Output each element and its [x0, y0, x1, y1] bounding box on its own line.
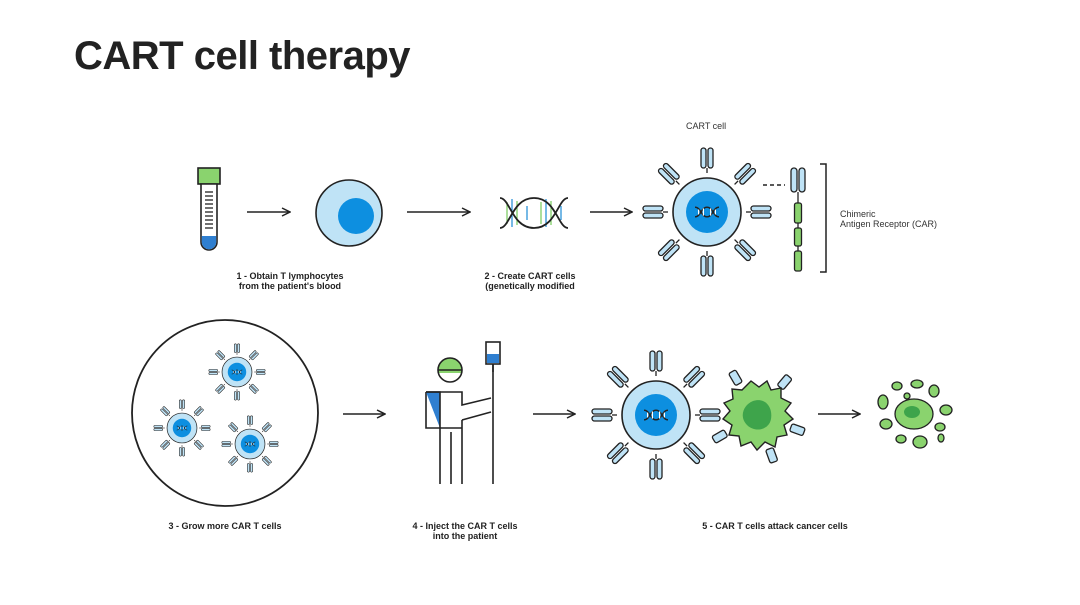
- patient-iv-icon: [425, 341, 501, 484]
- blood-tube-icon: [197, 167, 221, 251]
- car-receptor-icon: [790, 167, 806, 272]
- cancer-cell-icon: [711, 369, 806, 464]
- flow-arrows: [247, 212, 860, 414]
- culture-dish-icon: [131, 319, 319, 507]
- step-5-caption: 5 - CAR T cells attack cancer cells: [702, 521, 848, 531]
- t-lymphocyte-icon: [315, 179, 383, 247]
- step-2-caption: 2 - Create CART cells(genetically modifi…: [484, 271, 576, 291]
- page-title: CART cell therapy: [74, 34, 411, 78]
- car-bracket: [820, 163, 827, 273]
- step-3-caption: 3 - Grow more CAR T cells: [168, 521, 282, 531]
- cart-cell-icon: [643, 148, 771, 276]
- cart-cell-label: CART cell: [686, 121, 727, 131]
- attacking-cart-cell-icon: [592, 351, 720, 479]
- destroyed-cancer-cell-icon: [877, 379, 953, 449]
- dna-icon: [499, 197, 569, 229]
